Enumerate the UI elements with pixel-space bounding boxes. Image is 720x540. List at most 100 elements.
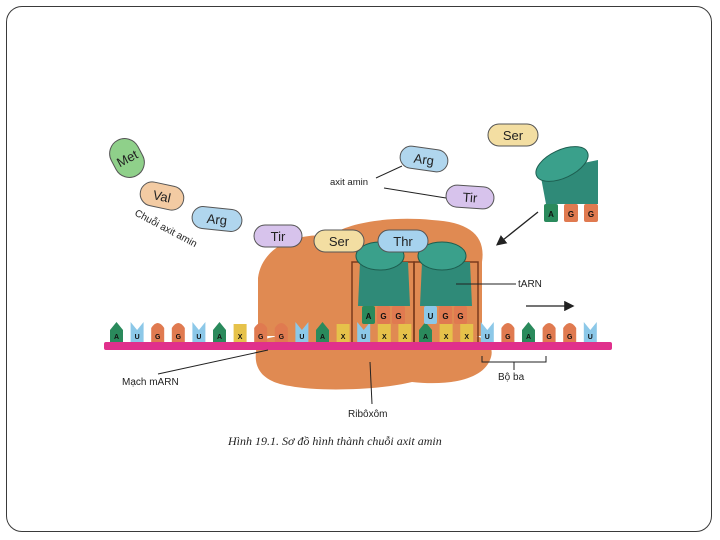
amino-acid-label: Tir <box>462 190 478 206</box>
trna-anticodon-label: G <box>568 210 574 219</box>
amino-acid-incoming: Ser <box>487 123 539 147</box>
amino-leader-line-1 <box>375 165 403 179</box>
mrna-base-shape <box>460 324 474 342</box>
mrna-base-shape <box>130 322 144 342</box>
mrna-base-shape <box>439 324 453 342</box>
mrna-base-label: X <box>238 334 243 341</box>
label-triplet: Bộ ba <box>498 372 525 383</box>
mrna-base-label: U <box>485 334 490 341</box>
amino-leader-line-2 <box>383 187 447 199</box>
mrna-base: X <box>336 324 350 342</box>
mrna-base-label: A <box>114 334 119 341</box>
label-trna: tARN <box>518 279 542 290</box>
mrna-base-label: U <box>299 334 304 341</box>
mrna-base-shape <box>480 322 494 342</box>
mrna-base-shape <box>316 322 329 342</box>
mrna-base-shape <box>171 323 185 342</box>
mrna-base: A <box>316 322 329 342</box>
label-mrna: Mạch mARN <box>122 377 179 388</box>
trna-anticodon-base <box>544 204 558 222</box>
trna-top <box>417 241 467 271</box>
mrna-base-shape <box>295 322 309 342</box>
amino-acid-label: Ser <box>329 234 350 249</box>
mrna-base: G <box>542 323 556 342</box>
mrna-base-label: G <box>546 334 552 341</box>
mrna-base-label: G <box>155 334 161 341</box>
mrna-base: X <box>439 324 453 342</box>
amino-acid-free-item: Arg <box>399 145 449 173</box>
trna-anticodon-base <box>439 306 452 324</box>
mrna-base-label: G <box>258 334 264 341</box>
mrna-base-shape <box>110 322 123 342</box>
mrna-base-label: X <box>403 334 408 341</box>
amino-acid-chain-item: Tir <box>253 224 303 248</box>
trna-anticodon-label: U <box>428 312 434 321</box>
label-ribosome: Ribôxôm <box>348 409 387 420</box>
mrna-base-label: G <box>176 334 182 341</box>
mrna-base-shape <box>357 322 371 342</box>
trna-anticodon-label: G <box>380 312 386 321</box>
trna-anticodon-base <box>454 306 467 324</box>
mrna-base: G <box>274 323 288 342</box>
trna-anticodon-base <box>392 306 405 324</box>
amino-acid-free-item: Tir <box>445 184 495 210</box>
trna-anticodon-label: G <box>588 210 594 219</box>
mrna-base: X <box>460 324 474 342</box>
mrna-base-label: X <box>341 334 346 341</box>
trna-body <box>358 262 410 306</box>
amino-acid-label: Arg <box>413 151 435 169</box>
ribosome-leader-line <box>369 361 373 405</box>
mrna-base-shape <box>254 323 268 342</box>
amino-acid-label: Ser <box>503 128 524 143</box>
mrna-base-label: A <box>526 334 531 341</box>
mrna-base-label: G <box>505 334 511 341</box>
label-amino-acid: axit amin <box>330 177 368 188</box>
trna-anticodon-label: A <box>366 312 372 321</box>
mrna-base-shape <box>542 323 556 342</box>
mrna-base: A <box>522 322 535 342</box>
amino-acid-ribosome-item: Thr <box>377 229 429 253</box>
mrna-base-shape <box>398 324 412 342</box>
amino-acid-pill <box>139 181 185 211</box>
mrna-base-shape <box>522 322 535 342</box>
amino-acid-pill <box>445 184 495 210</box>
mrna-leader-line <box>157 349 269 375</box>
amino-acid-ribosome-item: Ser <box>313 229 365 253</box>
mrna-base: G <box>171 323 185 342</box>
amino-acid-label: Val <box>152 187 173 205</box>
amino-acid-chain-item: Met <box>109 138 145 178</box>
mrna-base: X <box>398 324 412 342</box>
amino-acid-chain-item: Val <box>139 181 185 211</box>
trna-anticodon-base <box>564 204 578 222</box>
mrna-base-label: X <box>444 334 449 341</box>
trna-anticodon-label: G <box>442 312 448 321</box>
amino-acid-label: Arg <box>206 211 228 228</box>
trna-top <box>535 146 589 182</box>
amino-acid-label: Tir <box>271 229 286 244</box>
mrna-base: G <box>501 323 515 342</box>
mrna-strand <box>104 342 612 350</box>
amino-acid-pill <box>109 138 145 178</box>
mrna-base-shape <box>274 323 288 342</box>
mrna-base-label: A <box>217 334 222 341</box>
trna-body <box>420 262 472 306</box>
amino-acid-label: Thr <box>393 234 413 249</box>
amino-acid-pill <box>313 229 365 253</box>
label-chain: Chuỗi axit amin <box>133 206 200 250</box>
mrna-base-label: A <box>423 334 428 341</box>
mrna-base: U <box>583 322 597 342</box>
amino-acid-chain-item: Arg <box>191 206 243 232</box>
mrna-base-shape <box>501 323 515 342</box>
mrna-base-label: G <box>279 334 285 341</box>
mrna-base: U <box>480 322 494 342</box>
mrna-base: U <box>295 322 309 342</box>
mrna-base-label: X <box>382 334 387 341</box>
mrna-base: U <box>130 322 144 342</box>
mrna-base-shape <box>213 322 226 342</box>
mrna-base-shape <box>419 322 432 342</box>
mrna-base-shape <box>583 322 597 342</box>
